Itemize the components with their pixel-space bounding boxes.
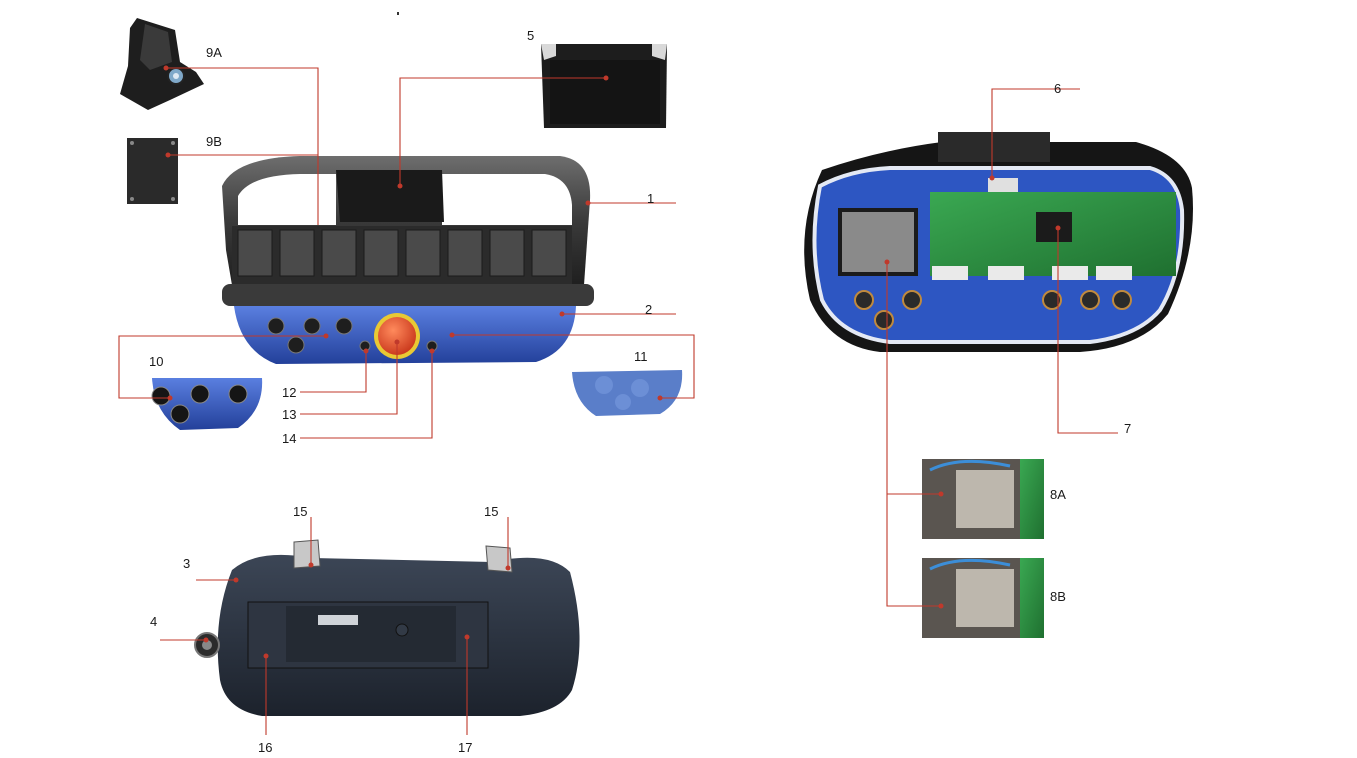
leader-lines (118, 67, 1118, 735)
module-8a (922, 459, 1044, 539)
callout-11: 11 (634, 349, 648, 364)
callout-labels: 9A 9B 5 1 2 10 11 12 13 14 15 15 3 4 16 … (149, 28, 1131, 755)
callout-14: 14 (282, 431, 296, 446)
callout-13: 13 (282, 407, 296, 422)
plate-9b (127, 138, 178, 204)
callout-5: 5 (527, 28, 534, 43)
callout-9a: 9A (206, 45, 222, 60)
callout-15-left: 15 (293, 504, 307, 519)
callout-8b: 8B (1050, 589, 1066, 604)
callout-2: 2 (645, 302, 652, 317)
callout-6: 6 (1054, 81, 1061, 96)
module-8b (922, 558, 1044, 638)
rear-unit (194, 539, 580, 716)
bracket-9a (120, 18, 204, 110)
callout-7: 7 (1124, 421, 1131, 436)
stray-mark (397, 12, 399, 15)
callout-8a: 8A (1050, 487, 1066, 502)
callout-9b: 9B (206, 134, 222, 149)
callout-3: 3 (183, 556, 190, 571)
callout-4: 4 (150, 614, 157, 629)
front-unit (222, 156, 594, 364)
leader-dots (163, 65, 1061, 659)
callout-16: 16 (258, 740, 272, 755)
internal-view (804, 132, 1193, 352)
left-plug-panel-10 (151, 378, 263, 430)
callout-15-right: 15 (484, 504, 498, 519)
callout-10: 10 (149, 354, 163, 369)
right-blind-panel-11 (572, 370, 683, 416)
callout-17: 17 (458, 740, 472, 755)
callout-1: 1 (647, 191, 654, 206)
top-cover-5 (541, 44, 667, 128)
callout-12: 12 (282, 385, 296, 400)
